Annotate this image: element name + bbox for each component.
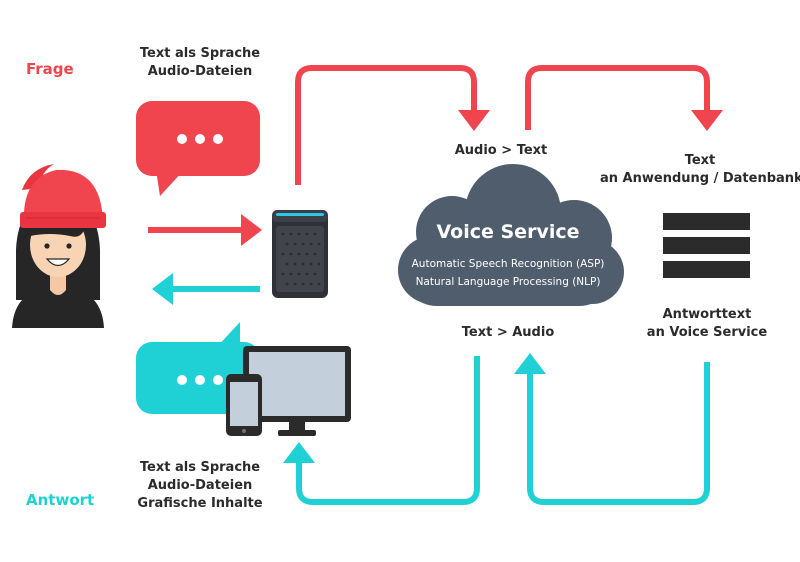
smart-speaker-icon (272, 210, 328, 298)
arrow-heads (152, 110, 723, 463)
arrowhead-down-database (691, 110, 723, 131)
answer-text-line-2: an Voice Service (646, 325, 768, 340)
voice-service-cloud (398, 164, 624, 306)
label-question-input: Text als Sprache Audio-Dateien (128, 45, 272, 81)
answer-output-line-1: Text als Sprache (139, 460, 261, 475)
user-avatar-icon (12, 164, 106, 328)
cloud-title: Voice Service (436, 221, 580, 243)
arrowhead-right-speaker (241, 214, 262, 246)
cloud-line-asr: Automatic Speech Recognition (ASP) (411, 258, 605, 270)
label-text-to-audio: Text > Audio (461, 325, 555, 340)
label-antwort: Antwort (26, 491, 95, 509)
label-answer-text: Antworttext an Voice Service (632, 306, 782, 342)
smartphone-icon (226, 374, 262, 436)
label-answer-output: Text als Sprache Audio-Dateien Grafische… (124, 459, 276, 513)
flow-arrows (148, 65, 710, 505)
monitor-icon (243, 346, 351, 436)
arrowhead-up-cloud (514, 353, 546, 374)
arrow-database-to-cloud (527, 362, 710, 505)
arrow-cloud-to-devices (296, 356, 480, 505)
question-input-line-1: Text als Sprache (139, 46, 261, 61)
label-audio-to-text: Audio > Text (454, 143, 548, 158)
text-to-app-line-2: an Anwendung / Datenbank (600, 171, 800, 186)
arrow-speaker-to-cloud (295, 65, 477, 185)
answer-output-line-3: Grafische Inhalte (137, 496, 263, 511)
label-text-to-app: Text an Anwendung / Datenbank (600, 152, 800, 188)
label-frage: Frage (26, 60, 74, 78)
question-input-line-2: Audio-Dateien (147, 64, 253, 79)
arrowhead-up-devices (283, 442, 315, 463)
arrow-cloud-to-database (525, 65, 710, 130)
arrowhead-down-cloud (458, 110, 490, 131)
database-icon (663, 213, 750, 278)
answer-text-line-1: Antworttext (662, 307, 752, 322)
text-to-app-line-1: Text (684, 153, 716, 168)
speech-bubble-red-icon (136, 101, 260, 196)
answer-output-line-2: Audio-Dateien (147, 478, 253, 493)
cloud-line-nlp: Natural Language Processing (NLP) (415, 276, 601, 288)
arrowhead-left-user (152, 273, 173, 305)
